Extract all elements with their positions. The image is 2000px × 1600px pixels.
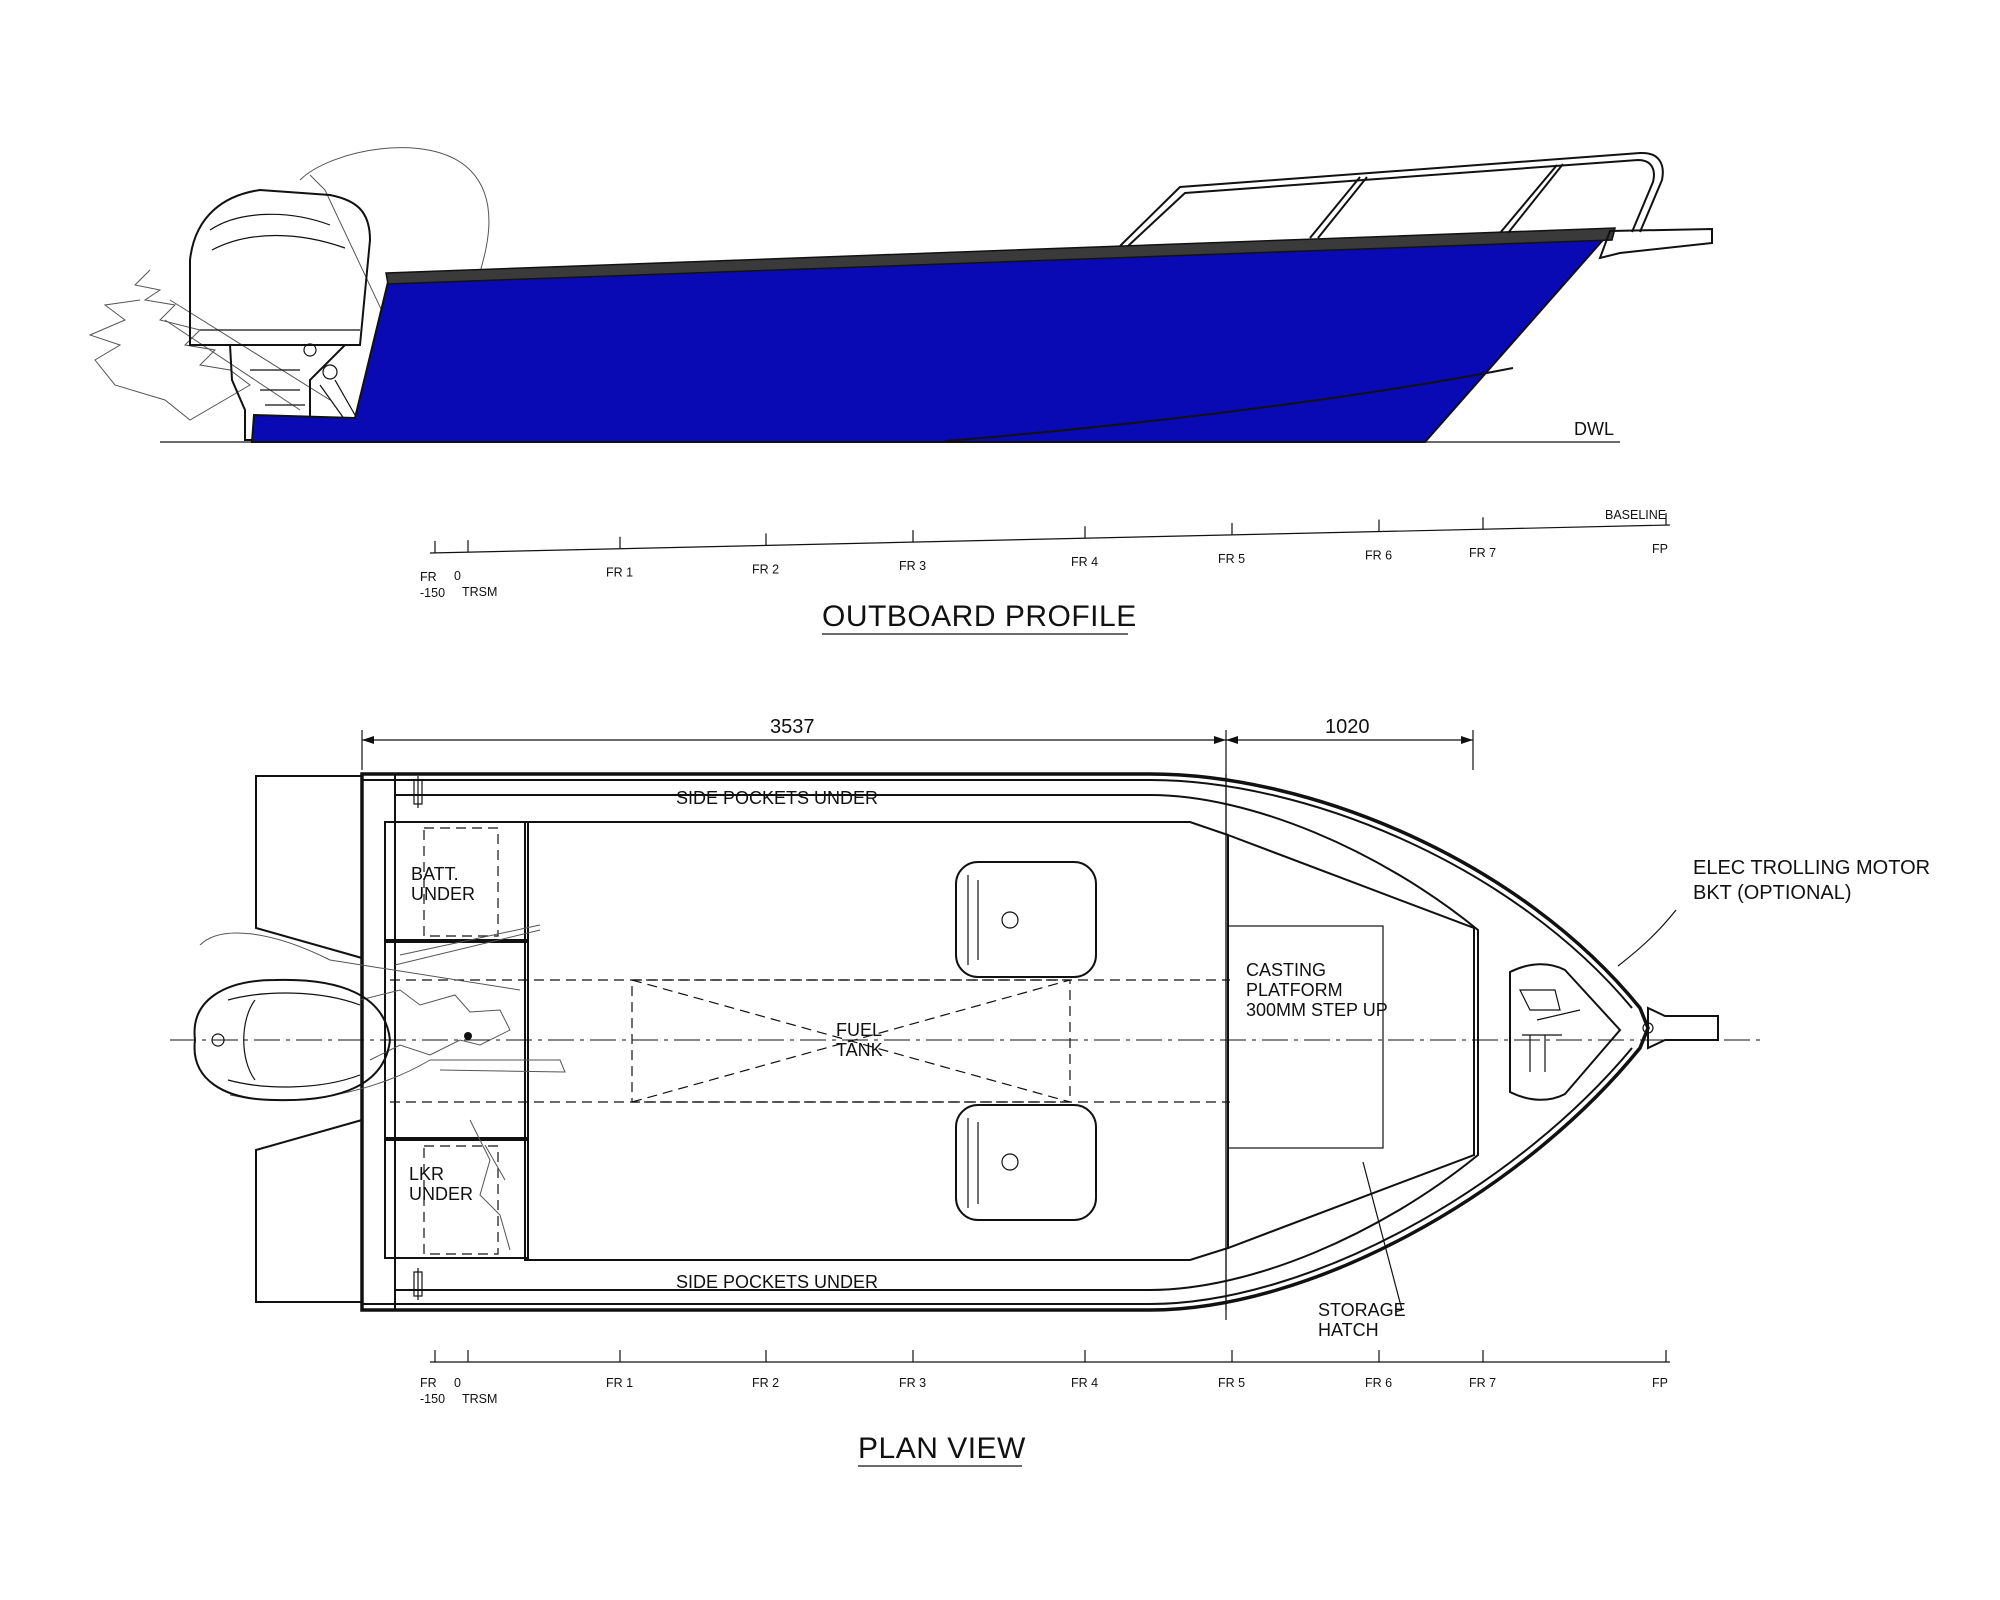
trolling-label-2: BKT (OPTIONAL) [1693,882,1852,904]
batt-label-1: BATT. [411,864,459,884]
plan-frame-label-3: FR 2 [752,1376,779,1390]
profile-frame-sublabel-0: -150 [420,586,445,600]
gunwale-inner-bottom [362,1047,1633,1305]
casting-label-2: PLATFORM [1246,980,1343,1000]
profile-frame-label-1: 0 [454,569,461,583]
storage-label-2: HATCH [1318,1320,1379,1340]
trolling-leader [1617,909,1677,967]
profile-frame-label-5: FR 4 [1071,555,1098,569]
seat-bottom [955,1104,1097,1221]
profile-frame-label-0: FR [420,570,437,584]
profile-frame-label-7: FR 6 [1365,549,1392,563]
bow-fitting-plan [1647,1006,1719,1050]
plan-hull-outline [360,772,1650,1312]
storage-leader [1362,1161,1403,1313]
outboard-motor [189,188,372,441]
fuel-label-2: TANK [836,1040,883,1060]
trolling-motor-bracket [1509,963,1654,1101]
plan-title: PLAN VIEW [858,1432,1026,1465]
profile-frame-label-9: FP [1652,542,1668,556]
profile-frame-label-2: FR 1 [606,566,633,580]
lkr-hatch [423,1145,499,1255]
chine-line [944,367,1514,442]
inner-coaming [394,794,1479,1291]
dim-fwd: 1020 [1325,716,1370,738]
batt-hatch [423,827,499,937]
casting-label-3: 300MM STEP UP [1246,1000,1388,1020]
bow-fitting [1598,227,1713,260]
seat-top [955,861,1097,978]
plan-frame-label-9: FP [1652,1376,1668,1390]
outboard-tilt-ghost [88,147,490,421]
baseline-label: BASELINE [1605,508,1666,522]
plan-frame-label-7: FR 6 [1365,1376,1392,1390]
dimension-lines: 3537 1020 [361,716,1474,1320]
batt-label-2: UNDER [411,884,475,904]
lkr-label-1: LKR [409,1164,444,1184]
storage-label-1: STORAGE [1318,1300,1406,1320]
plan-frame-label-1: 0 [454,1376,461,1390]
profile-frame-label-6: FR 5 [1218,552,1245,566]
cleat-bottom [413,1268,423,1300]
profile-frame-label-4: FR 3 [899,559,926,573]
plan-frame-sublabel-1: TRSM [462,1392,497,1406]
plan-view: 3537 1020 [170,716,1930,1467]
dim-aft: 3537 [770,716,815,738]
profile-title: OUTBOARD PROFILE [822,600,1137,633]
lkr-label-2: UNDER [409,1184,473,1204]
trolling-label-1: ELEC TROLLING MOTOR [1693,857,1930,879]
plan-frame-label-2: FR 1 [606,1376,633,1390]
batt-locker [384,821,529,941]
bow-rail [1119,151,1664,247]
dwl-label: DWL [1574,419,1614,439]
profile-frame-label-8: FR 7 [1469,546,1496,560]
plan-frame-label-4: FR 3 [899,1376,926,1390]
side-pockets-top-label: SIDE POCKETS UNDER [676,788,878,808]
outboard-plan [193,924,566,1251]
side-pockets-bottom-label: SIDE POCKETS UNDER [676,1272,878,1292]
fuel-label-1: FUEL [836,1020,882,1040]
deck-edge [385,227,1616,285]
plan-frame-sublabel-0: -150 [420,1392,445,1406]
lkr-locker [384,1139,529,1259]
gunwale-inner-top [362,779,1633,1009]
fuel-tank [390,979,1230,1103]
plan-frame-label-0: FR [420,1376,437,1390]
pod-top [255,775,363,960]
plan-frame-label-6: FR 5 [1218,1376,1245,1390]
profile-frame-label-3: FR 2 [752,562,779,576]
casting-hatch-outline [1227,925,1384,1149]
cleat-top [413,776,423,808]
pod-bottom [255,1118,363,1303]
profile-frame-sublabel-1: TRSM [462,585,497,599]
casting-label-1: CASTING [1246,960,1326,980]
plan-frame-label-5: FR 4 [1071,1376,1098,1390]
plan-frame-label-8: FR 7 [1469,1376,1496,1390]
